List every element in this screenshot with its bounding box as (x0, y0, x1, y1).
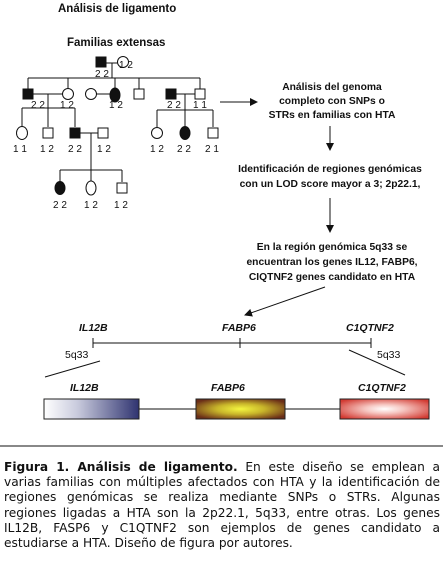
genotype-labels: 2 2 1 2 2 2 1 2 1 2 2 2 1 1 1 1 1 2 2 2 … (13, 60, 219, 211)
genotype-label: 2 2 (31, 100, 45, 111)
male-symbol (207, 127, 219, 139)
genotype-label: 2 2 (95, 69, 109, 80)
genotype-label: 1 2 (97, 144, 111, 155)
locus-map: IL12B FABP6 C1QTNF2 5q33 5q33 IL12B FABP… (43, 322, 430, 420)
female-symbol (16, 126, 28, 140)
flow-step-2: Identificación de regiones genómicas con… (238, 164, 422, 190)
arrow-to-locus (244, 286, 326, 317)
genotype-label: 1 2 (109, 100, 123, 111)
female-symbol (151, 127, 163, 139)
caption-text: En este diseño se emplean a varias famil… (4, 460, 440, 551)
genotype-label: 2 2 (167, 100, 181, 111)
figure-title: Análisis de ligamento (58, 3, 176, 15)
male-symbol (133, 88, 145, 100)
flow-text-line: Análisis del genoma (282, 82, 382, 93)
flow-step-3: En la región genómica 5q33 se encuentran… (246, 242, 417, 283)
flow-text-line: completo con SNPs o (279, 96, 385, 107)
figure-caption: Figura 1. Análisis de ligamento. En este… (4, 460, 440, 551)
affected-female-symbol (179, 126, 191, 140)
flow-text-line: STRs en familias con HTA (269, 110, 396, 121)
region-label-right: 5q33 (377, 349, 401, 361)
genotype-label: 1 1 (193, 100, 207, 111)
genotype-label: 1 1 (13, 144, 27, 155)
affected-female-symbol (109, 87, 121, 103)
gene-box-c1qtnf2 (339, 398, 430, 420)
flow-arrows (220, 98, 334, 317)
caption-label: Figura 1. Análisis de ligamento. (4, 460, 238, 474)
gene-label-top: FABP6 (222, 322, 256, 334)
female-symbol (85, 180, 97, 196)
genotype-label: 1 2 (150, 144, 164, 155)
genotype-label: 1 2 (40, 144, 54, 155)
genotype-label: 2 2 (53, 200, 67, 211)
affected-female-symbol (54, 181, 66, 195)
genotype-label: 1 2 (84, 200, 98, 211)
pedigree-individuals (16, 56, 219, 196)
gene-label-bottom: IL12B (70, 382, 99, 394)
affected-male-symbol (22, 88, 34, 100)
male-symbol (194, 88, 206, 100)
zoom-line-left (44, 360, 101, 378)
genotype-label: 1 2 (60, 100, 74, 111)
female-symbol (85, 88, 97, 100)
flow-step-1: Análisis del genoma completo con SNPs o … (269, 82, 396, 121)
gene-label-bottom: FABP6 (211, 382, 245, 394)
male-symbol (97, 127, 109, 139)
genotype-label: 2 2 (177, 144, 191, 155)
gene-label-top: IL12B (79, 322, 108, 334)
genotype-label: 2 2 (68, 144, 82, 155)
genotype-label: 2 1 (205, 144, 219, 155)
genotype-label: 1 2 (114, 200, 128, 211)
linkage-figure: Análisis de ligamento Familias extensas (0, 3, 443, 447)
region-label-left: 5q33 (65, 349, 89, 361)
flow-text-line: En la región genómica 5q33 se (257, 242, 408, 253)
gene-label-bottom: C1QTNF2 (358, 382, 406, 394)
affected-male-symbol (95, 56, 107, 68)
pedigree-title: Familias extensas (67, 37, 165, 49)
affected-male-symbol (165, 88, 177, 100)
female-symbol (117, 56, 129, 68)
gene-label-top: C1QTNF2 (346, 322, 394, 334)
flow-text-line: encuentran los genes IL12, FABP6, (246, 257, 417, 268)
male-symbol (116, 182, 128, 194)
female-symbol (62, 88, 74, 100)
affected-male-symbol (69, 127, 81, 139)
genotype-label: 1 2 (119, 60, 133, 71)
male-symbol (42, 127, 54, 139)
flow-text-line: con un LOD score mayor a 3; 2p22.1, (240, 179, 421, 190)
pedigree (21, 62, 214, 182)
gene-box-fabp6 (195, 398, 286, 420)
flow-text-line: Identificación de regiones genómicas (238, 164, 422, 175)
flow-text-line: CIQTNF2 genes candidato en HTA (249, 272, 416, 283)
zoom-line-right (348, 349, 406, 376)
gene-box-il12b (43, 398, 140, 420)
